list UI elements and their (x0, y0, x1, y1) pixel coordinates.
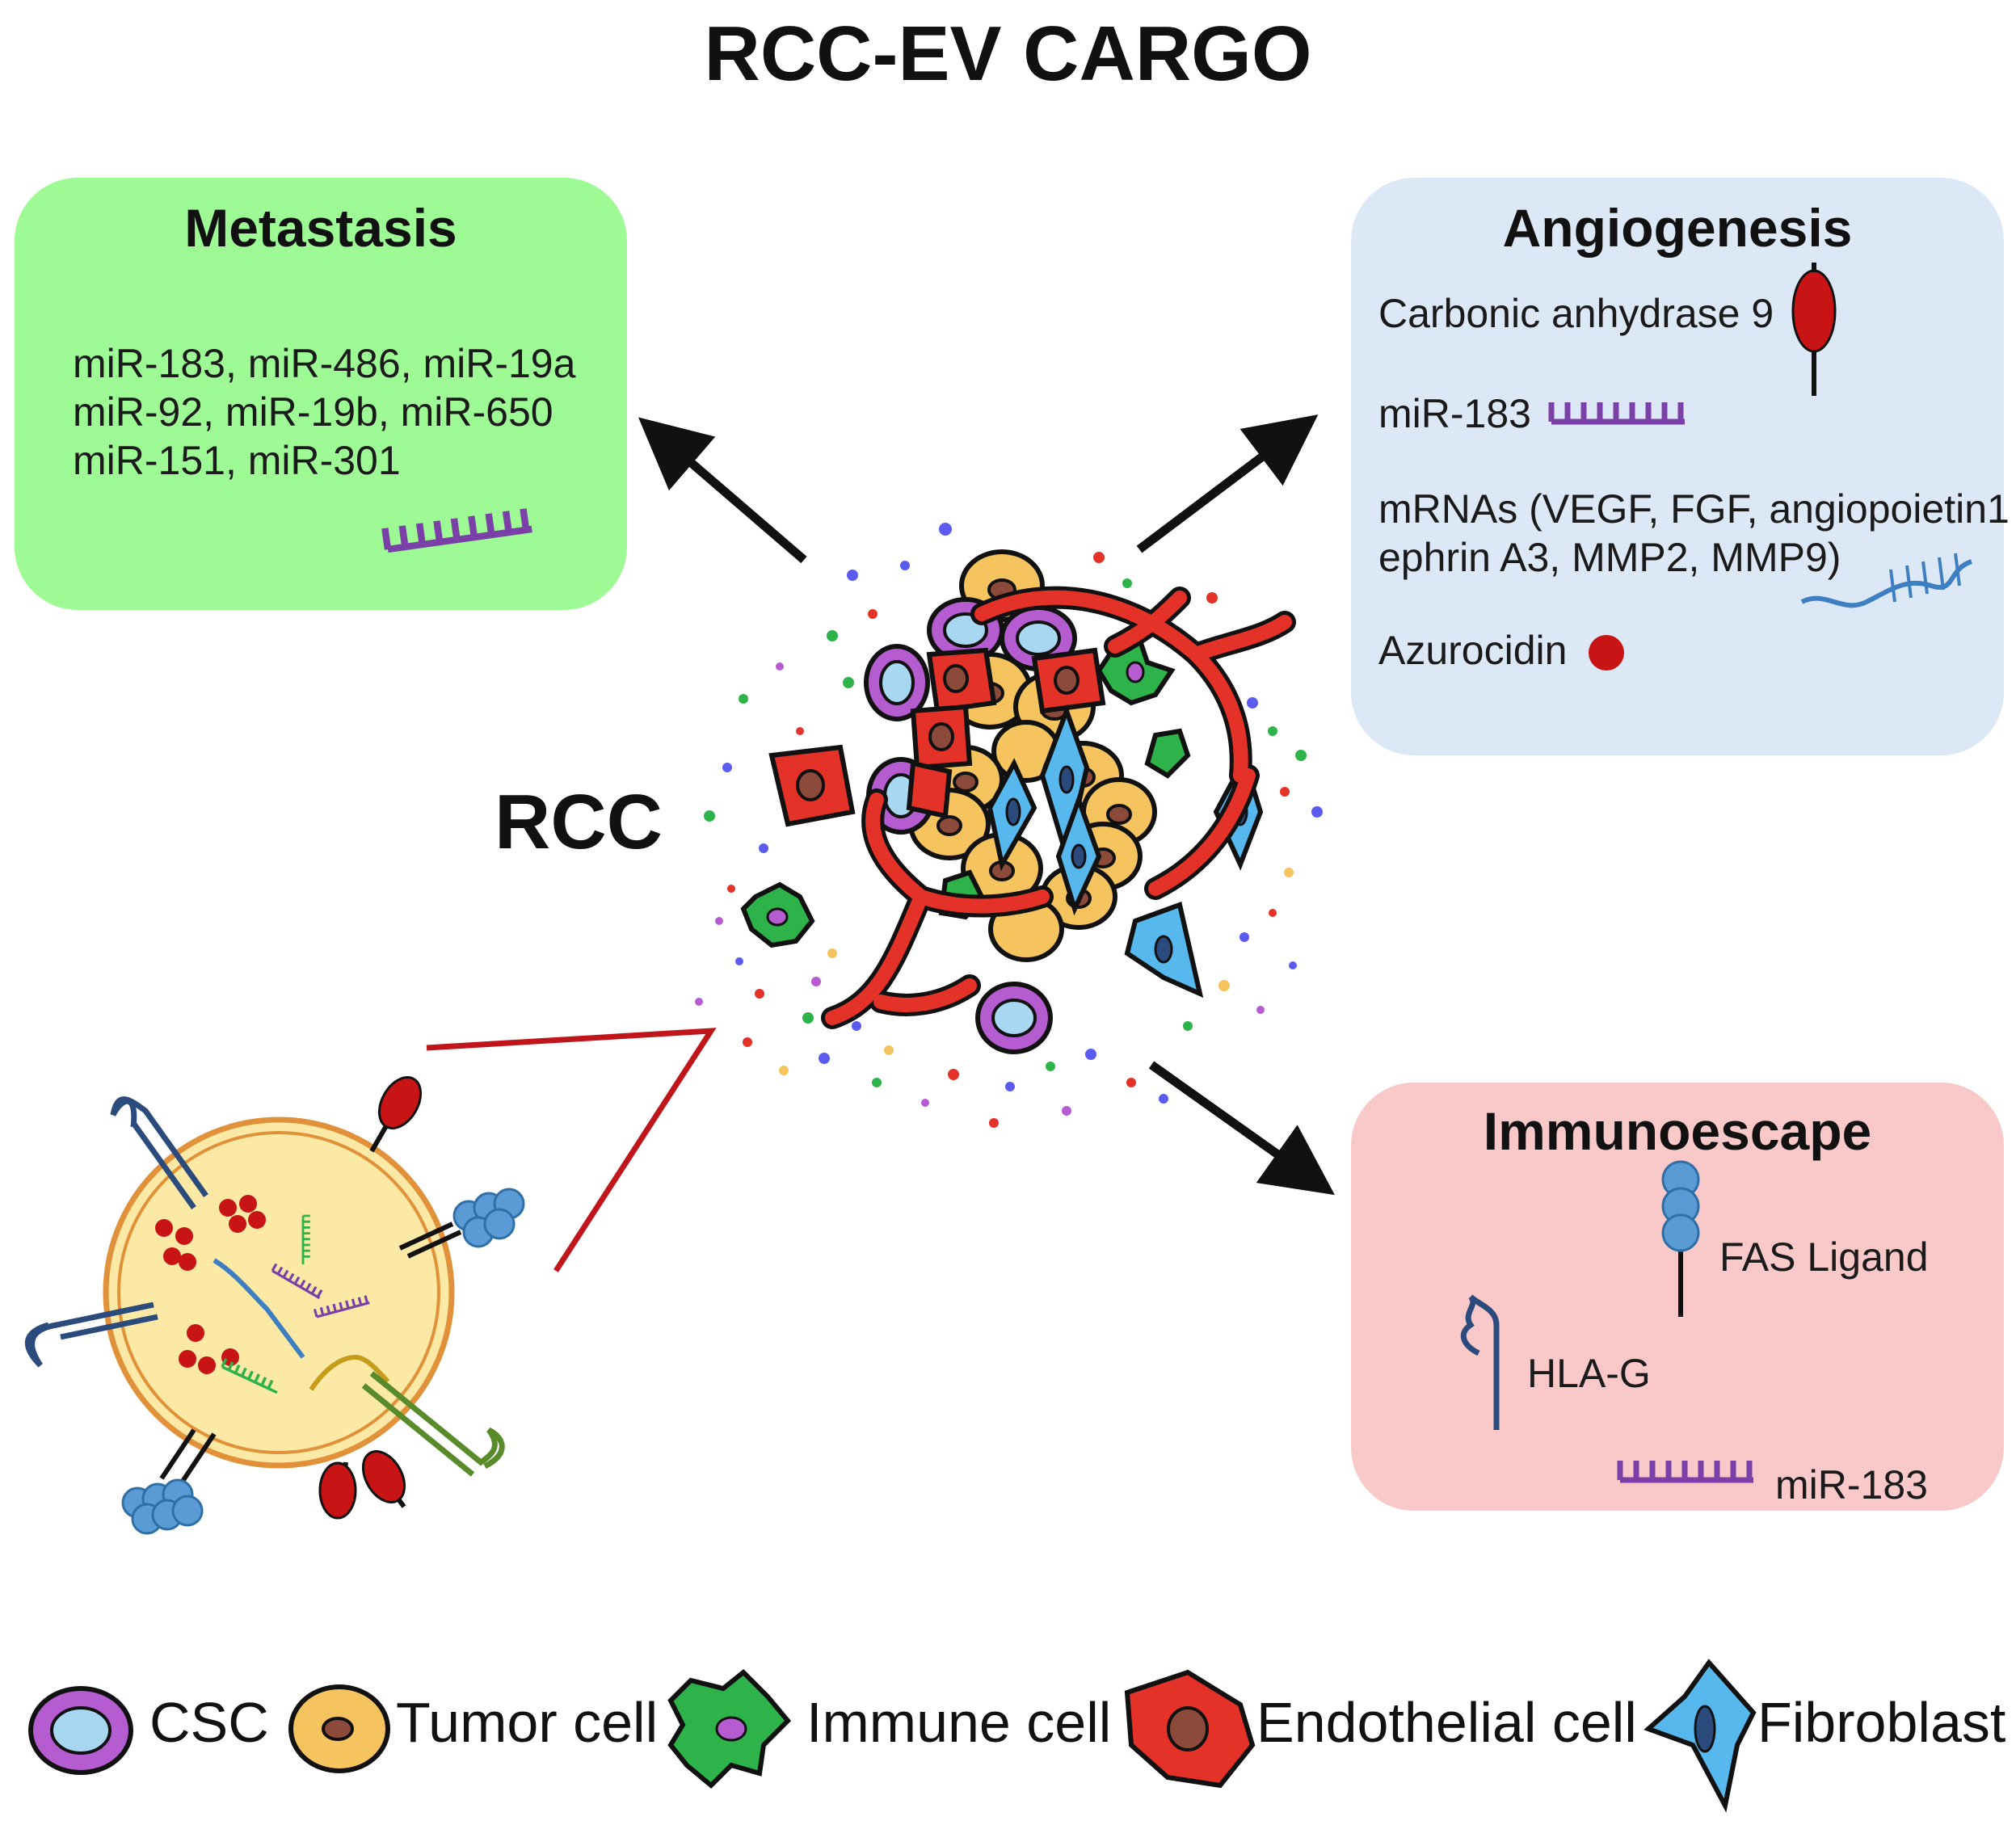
ev-dots (695, 523, 1323, 1128)
fas-ligand-icon (1661, 1160, 1700, 1317)
angiogenesis-title: Angiogenesis (1502, 198, 1853, 258)
arrow-to-metastasis (638, 417, 807, 564)
immune-cell-icon (667, 1668, 792, 1789)
legend (28, 1659, 1757, 1813)
metastasis-line-3: miR-151, miR-301 (73, 438, 401, 483)
rcc-label: RCC (495, 779, 663, 865)
fibroblast-icon (1644, 1659, 1757, 1813)
angiogenesis-box: Angiogenesis Carbonic anhydrase 9 miR-18… (1351, 178, 2010, 755)
fas-ligand-label: FAS Ligand (1719, 1234, 1929, 1280)
carbonic-anhydrase-icon (1791, 263, 1837, 396)
carbonic-anhydrase-label: Carbonic anhydrase 9 (1378, 291, 1774, 336)
metastasis-line-1: miR-183, miR-486, miR-19a (73, 341, 576, 386)
legend-fibroblast-label: Fibroblast (1757, 1691, 2006, 1754)
extracellular-vesicle-icon (24, 1076, 525, 1535)
metastasis-title: Metastasis (184, 198, 457, 258)
legend-tumor-label: Tumor cell (396, 1691, 659, 1754)
csc-icon (28, 1686, 133, 1775)
hla-g-icon (1460, 1294, 1500, 1430)
mirna-icon (1617, 1461, 1753, 1483)
arrow-to-angiogenesis (1136, 414, 1319, 553)
arrow-to-immunoescape (1148, 1061, 1335, 1196)
hla-g-label: HLA-G (1527, 1351, 1651, 1396)
azurocidin-label: Azurocidin (1378, 628, 1568, 673)
mrna-line-1: mRNAs (VEGF, FGF, angiopoietin1 (1378, 486, 2010, 532)
endothelial-cell-icon (1124, 1669, 1256, 1789)
metastasis-box: Metastasis miR-183, miR-486, miR-19a miR… (15, 178, 627, 610)
azurocidin-icon (1589, 635, 1624, 671)
metastasis-line-2: miR-92, miR-19b, miR-650 (73, 389, 553, 435)
mirna-icon (381, 508, 532, 553)
zoom-lines (426, 1028, 717, 1272)
legend-endothelial-label: Endothelial cell (1256, 1691, 1637, 1754)
legend-csc-label: CSC (149, 1691, 269, 1754)
immunoescape-mir-label: miR-183 (1775, 1462, 1928, 1508)
immunoescape-title: Immunoescape (1483, 1101, 1872, 1161)
tumor-cell-icon (288, 1684, 390, 1773)
mrna-icon (1800, 553, 1973, 608)
mrna-line-2: ephrin A3, MMP2, MMP9) (1378, 535, 1841, 580)
arrows (638, 414, 1335, 1196)
tumor-mass (740, 549, 1296, 1054)
mirna-icon (1548, 402, 1685, 425)
figure-title: RCC-EV CARGO (704, 11, 1312, 97)
legend-immune-label: Immune cell (806, 1691, 1112, 1754)
immunoescape-box: Immunoescape FAS Ligand HLA-G miR-183 (1351, 1083, 2004, 1511)
angiogenesis-mir-label: miR-183 (1378, 391, 1531, 436)
